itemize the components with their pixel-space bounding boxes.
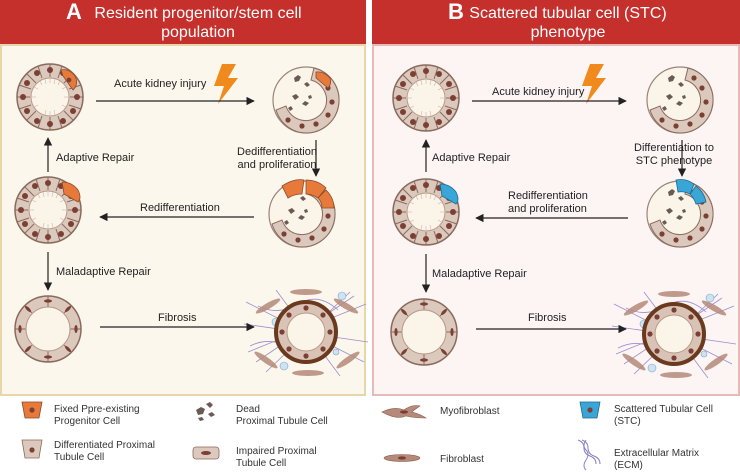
panel-b-lightning-icon [582,64,606,104]
legend-stc-line1: Scattered Tubular Cell [614,404,713,415]
legend-differentiated-line1: Differentiated Proximal [54,440,155,451]
panel-b-label-maladaptive: Maladaptive Repair [432,268,527,280]
panel-a-tubule-injured [272,66,340,134]
legend-progenitor-label: Fixed Ppre-existing Progenitor Cell [54,404,140,428]
panel-b-tubule-maladaptive [390,298,458,366]
panel-b-tubule-injured [646,66,714,134]
panel-b-label-rediff: Redifferentiation and proliferation [508,190,588,216]
legend-impaired-line2: Tubule Cell [236,458,287,469]
panel-b-label-fibrosis: Fibrosis [528,312,567,324]
panel-a-letter: A [66,0,82,24]
panel-a-lightning-icon [214,64,238,104]
panel-a-tubule-proliferating [268,179,336,248]
panel-b-label-diff-line2: STC phenotype [635,155,713,167]
legend-ecm-icon [577,439,601,471]
panel-b-label-adaptive: Adaptive Repair [432,152,511,164]
legend-impaired-icon [192,446,220,460]
legend-stc-label: Scattered Tubular Cell (STC) [614,404,713,428]
panel-b-tubule-healthy [392,64,460,132]
legend-impaired-line1: Impaired Proximal [236,446,317,457]
legend-differentiated-icon [21,439,43,459]
panel-b-label-diff: Differentiation to STC phenotype [624,142,724,168]
panel-a-tubule-maladaptive [14,295,82,363]
panel-a-label-acute-injury: Acute kidney injury [114,78,207,90]
panel-a-tubule-fibrotic [242,287,370,378]
legend-fibroblast-label: Fibroblast [440,454,484,465]
legend-dead-line2: Proximal Tubule Cell [236,416,328,427]
panel-a-label-maladaptive: Maladaptive Repair [56,266,151,278]
panel-b-tubule-redifferentiated [392,178,460,246]
legend-ecm-line2: (ECM) [614,460,643,471]
panel-b-title-line2: phenotype [530,24,606,41]
panel-a-label-fibrosis: Fibrosis [158,312,197,324]
legend-impaired-label: Impaired Proximal Tubule Cell [236,446,317,470]
panel-a-label-adaptive: Adaptive Repair [56,152,135,164]
panel-b-label-acute-injury: Acute kidney injury [492,86,585,98]
panel-a-label-dediff: Dedifferentiation and proliferation [232,146,322,172]
legend-stc-line2: (STC) [614,416,641,427]
panel-a-label-dediff-line2: and proliferation [237,159,317,171]
legend-stc-icon [579,401,601,419]
legend-progenitor-line1: Fixed Ppre-existing [54,404,140,415]
panel-b-label-rediff-line1: Redifferentiation [508,190,588,202]
panel-a-label-rediff: Redifferentiation [140,202,220,214]
legend-progenitor-icon [21,401,43,419]
panel-a-header: A Resident progenitor/stem cell populati… [0,0,366,44]
panel-a-tubule-redifferentiated [14,176,82,244]
panel-b-tubule-stc [646,179,714,248]
legend-fibroblast-icon [383,454,421,462]
legend-ecm-line1: Extracellular Matrix [614,448,700,459]
legend-myofibroblast-label: Myofibroblast [440,406,500,417]
legend-differentiated-line2: Tubule Cell [54,452,105,463]
legend-dead-label: Dead Proximal Tubule Cell [236,404,328,428]
panel-a-title-line1: Resident progenitor/stem cell [94,5,302,22]
legend-dead-line1: Dead [236,404,260,415]
panel-b-label-rediff-line2: and proliferation [508,203,587,215]
legend-dead-cell-icon [196,402,215,421]
legend-ecm-label: Extracellular Matrix (ECM) [614,448,699,472]
panel-b-letter: B [448,0,464,24]
panel-b-title-line1: Scattered tubular cell (STC) [469,5,667,22]
panel-b-header: B Scattered tubular cell (STC) phenotype [372,0,740,44]
panel-a-label-dediff-line1: Dedifferentiation [237,146,317,158]
panel-b-tubule-fibrotic [610,289,738,380]
panel-a-title-line2: population [161,24,235,41]
legend-differentiated-label: Differentiated Proximal Tubule Cell [54,440,155,464]
legend-myofibroblast-icon [381,405,427,419]
panel-a-tubule-healthy [16,63,84,131]
legend-progenitor-line2: Progenitor Cell [54,416,121,427]
panel-b-label-diff-line1: Differentiation to [634,142,714,154]
